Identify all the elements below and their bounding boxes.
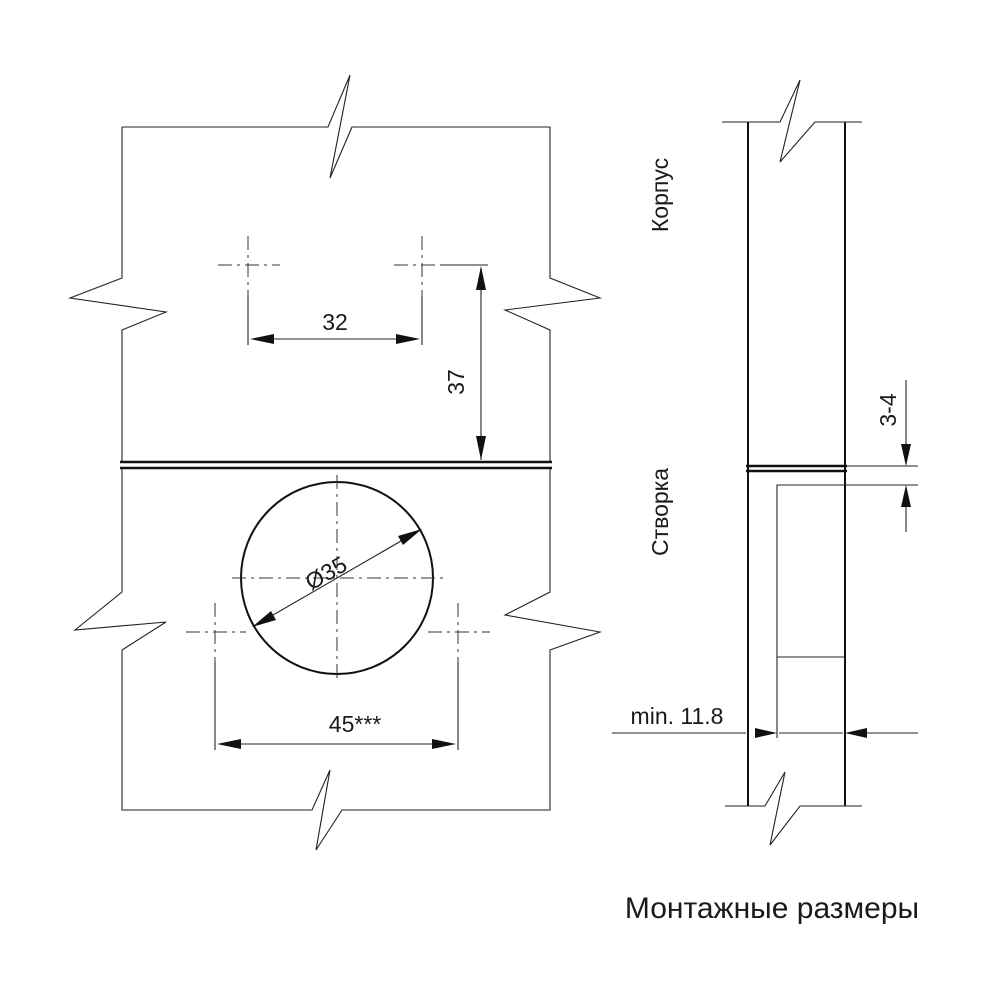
- dim-35-label: Ø35: [301, 551, 352, 595]
- cup-pocket: [776, 484, 845, 658]
- side-bottom-break: [725, 771, 862, 846]
- cabinet-panel-outline: [67, 74, 603, 462]
- side-top-break: [722, 79, 862, 163]
- cabinet-screw-holes: [218, 236, 470, 296]
- dim-min-label: min. 11.8: [631, 703, 724, 729]
- dim-3-4-label: 3-4: [875, 393, 901, 426]
- front-view: 32 37 Ø35 45***: [67, 74, 603, 851]
- caption: Монтажные размеры: [625, 892, 919, 925]
- dimension-45: [214, 662, 459, 750]
- stvorka-label: Створка: [647, 468, 673, 556]
- side-view: 3-4 min. 11.8 Корпус Створка: [612, 79, 918, 846]
- dim-32-label: 32: [322, 309, 348, 335]
- door-panel-outline: [73, 468, 603, 851]
- dim-37-label: 37: [443, 369, 469, 395]
- dimension-37: [440, 264, 488, 460]
- dimension-32: [247, 296, 423, 345]
- dimension-3-4: [845, 380, 918, 532]
- door-screw-holes: [186, 603, 490, 662]
- dimension-min-11-8: [612, 728, 918, 738]
- dimension-35: [252, 529, 422, 627]
- dim-45-label: 45***: [329, 711, 381, 737]
- korpus-label: Корпус: [647, 158, 673, 232]
